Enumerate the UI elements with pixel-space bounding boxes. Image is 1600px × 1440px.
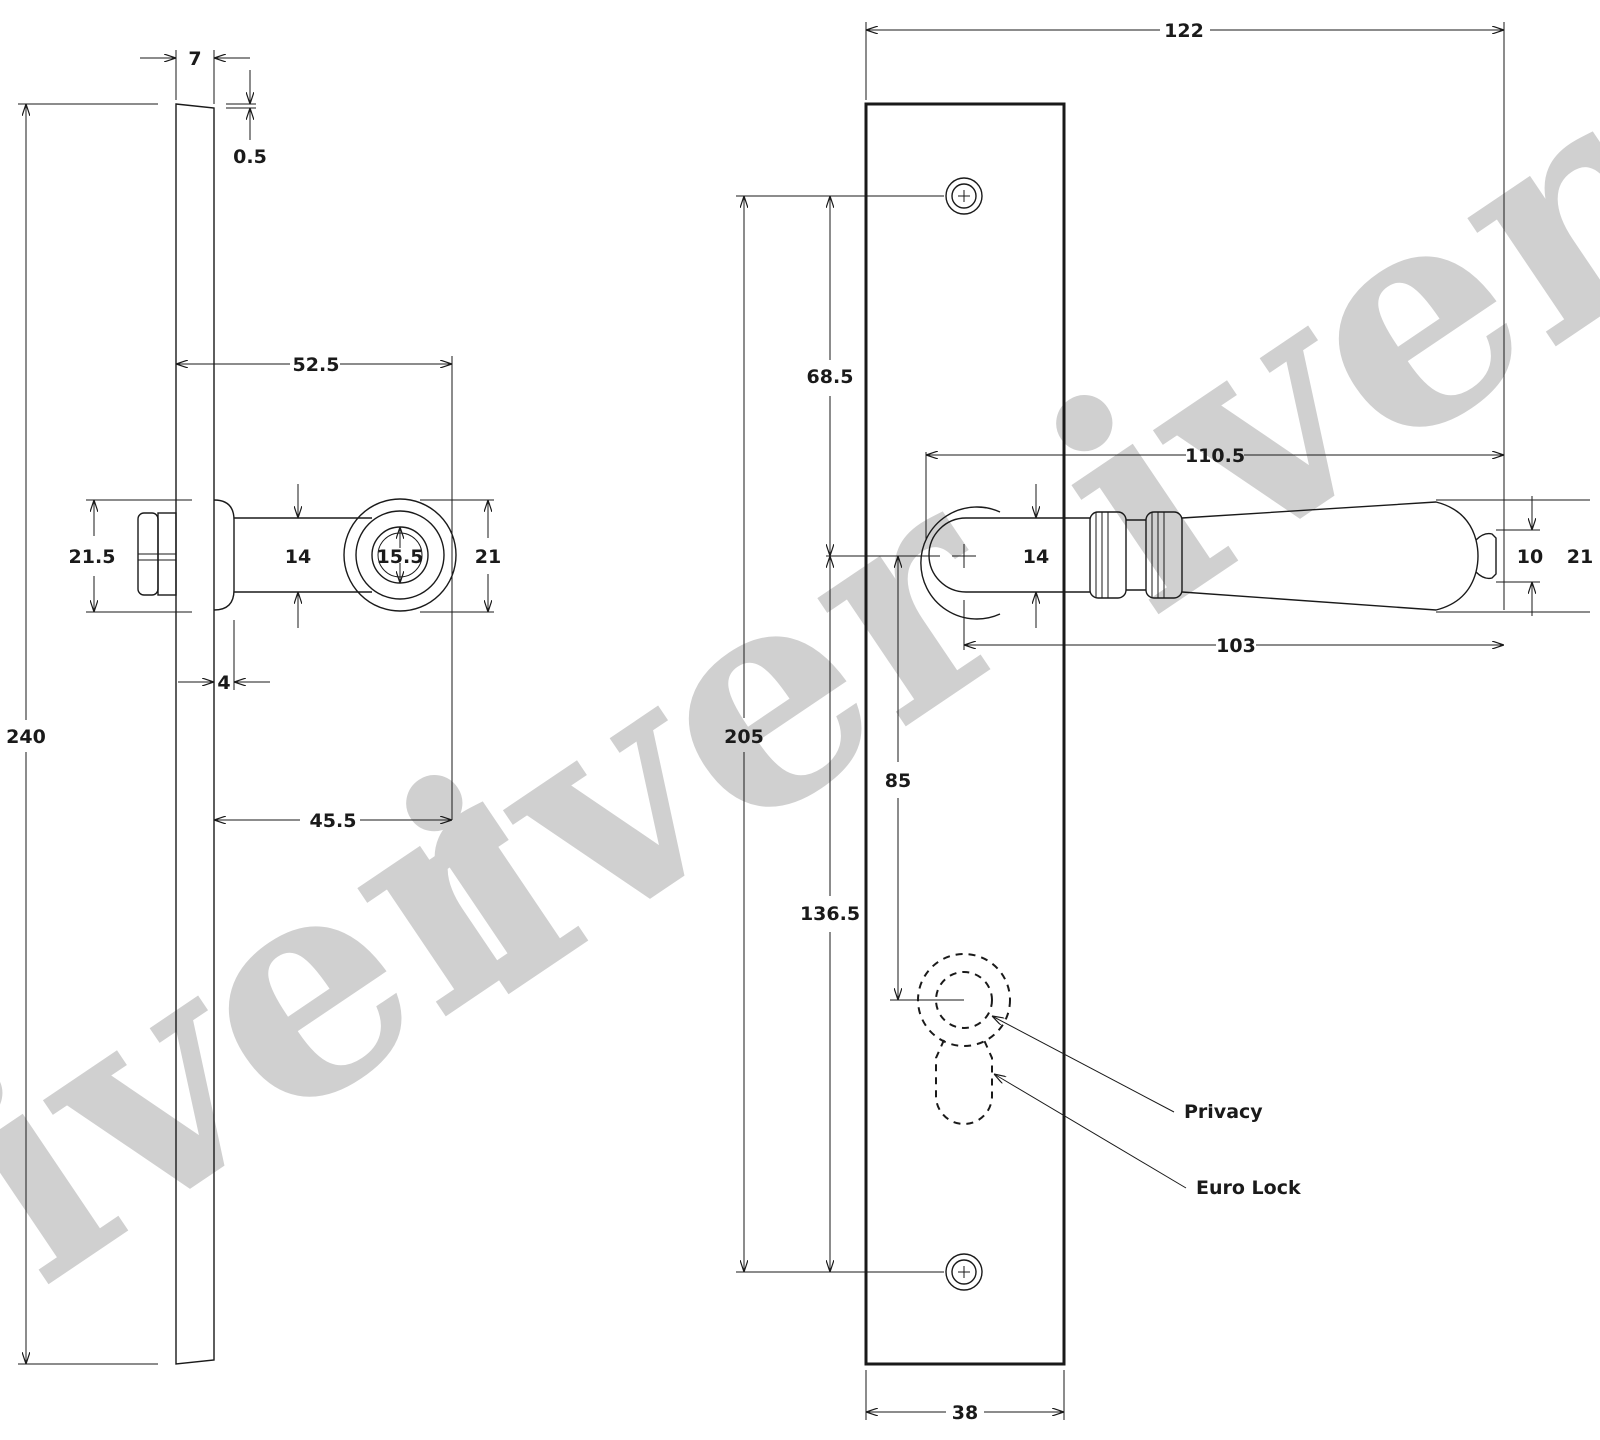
side-backplate bbox=[175, 103, 215, 1365]
label-euro-lock: Euro Lock bbox=[1196, 1177, 1301, 1199]
dim-side-lever-thickness: 14 bbox=[285, 546, 311, 568]
front-lever bbox=[920, 501, 1497, 620]
dim-side-boss: 15.5 bbox=[377, 546, 424, 568]
front-view: Privacy Euro Lock 122 110.5 103 14 bbox=[724, 20, 1593, 1424]
dim-front-end-height: 21 bbox=[1567, 546, 1593, 568]
dim-front-plate-width: 122 bbox=[1164, 20, 1204, 42]
side-dimensions: 7 0.5 240 52.5 45.5 bbox=[6, 48, 501, 1365]
dim-side-projection-outer: 52.5 bbox=[293, 354, 340, 376]
dim-front-spindle-to-lock: 85 bbox=[885, 770, 911, 792]
front-backplate bbox=[864, 102, 1066, 1366]
dim-front-lever-thickness: 14 bbox=[1023, 546, 1049, 568]
dim-front-tip-height: 10 bbox=[1517, 546, 1543, 568]
dim-front-lever-reach: 103 bbox=[1216, 635, 1256, 657]
top-screw bbox=[945, 177, 983, 215]
dim-front-backplate-width: 38 bbox=[952, 1402, 978, 1424]
dim-side-projection-inner: 45.5 bbox=[310, 810, 357, 832]
dim-side-rose-height: 21.5 bbox=[69, 546, 116, 568]
side-lever bbox=[234, 498, 457, 612]
dim-side-taper: 0.5 bbox=[233, 146, 267, 168]
callouts: Privacy Euro Lock bbox=[992, 1016, 1301, 1199]
euro-lock bbox=[917, 953, 1011, 1125]
front-dimensions: 122 110.5 103 14 10 21 bbox=[724, 20, 1593, 1424]
dim-side-thickness: 7 bbox=[188, 48, 201, 70]
dim-front-lever-length: 110.5 bbox=[1185, 445, 1245, 467]
watermark-text-3: iver bbox=[992, 27, 1600, 679]
dim-side-height: 240 bbox=[6, 726, 46, 748]
dim-side-rose-depth: 4 bbox=[217, 672, 230, 694]
dim-front-screw-centres: 205 bbox=[724, 726, 764, 748]
dim-side-end-height: 21 bbox=[475, 546, 501, 568]
side-rose-block bbox=[137, 512, 177, 596]
label-privacy: Privacy bbox=[1184, 1101, 1263, 1123]
dim-front-spindle-to-screw: 136.5 bbox=[800, 903, 860, 925]
dim-front-top-to-spindle: 68.5 bbox=[807, 366, 854, 388]
side-rose bbox=[213, 499, 235, 611]
watermark: iver iver iver bbox=[0, 27, 1600, 1349]
bottom-screw bbox=[945, 1253, 983, 1291]
side-view: 7 0.5 240 52.5 45.5 bbox=[6, 48, 501, 1365]
